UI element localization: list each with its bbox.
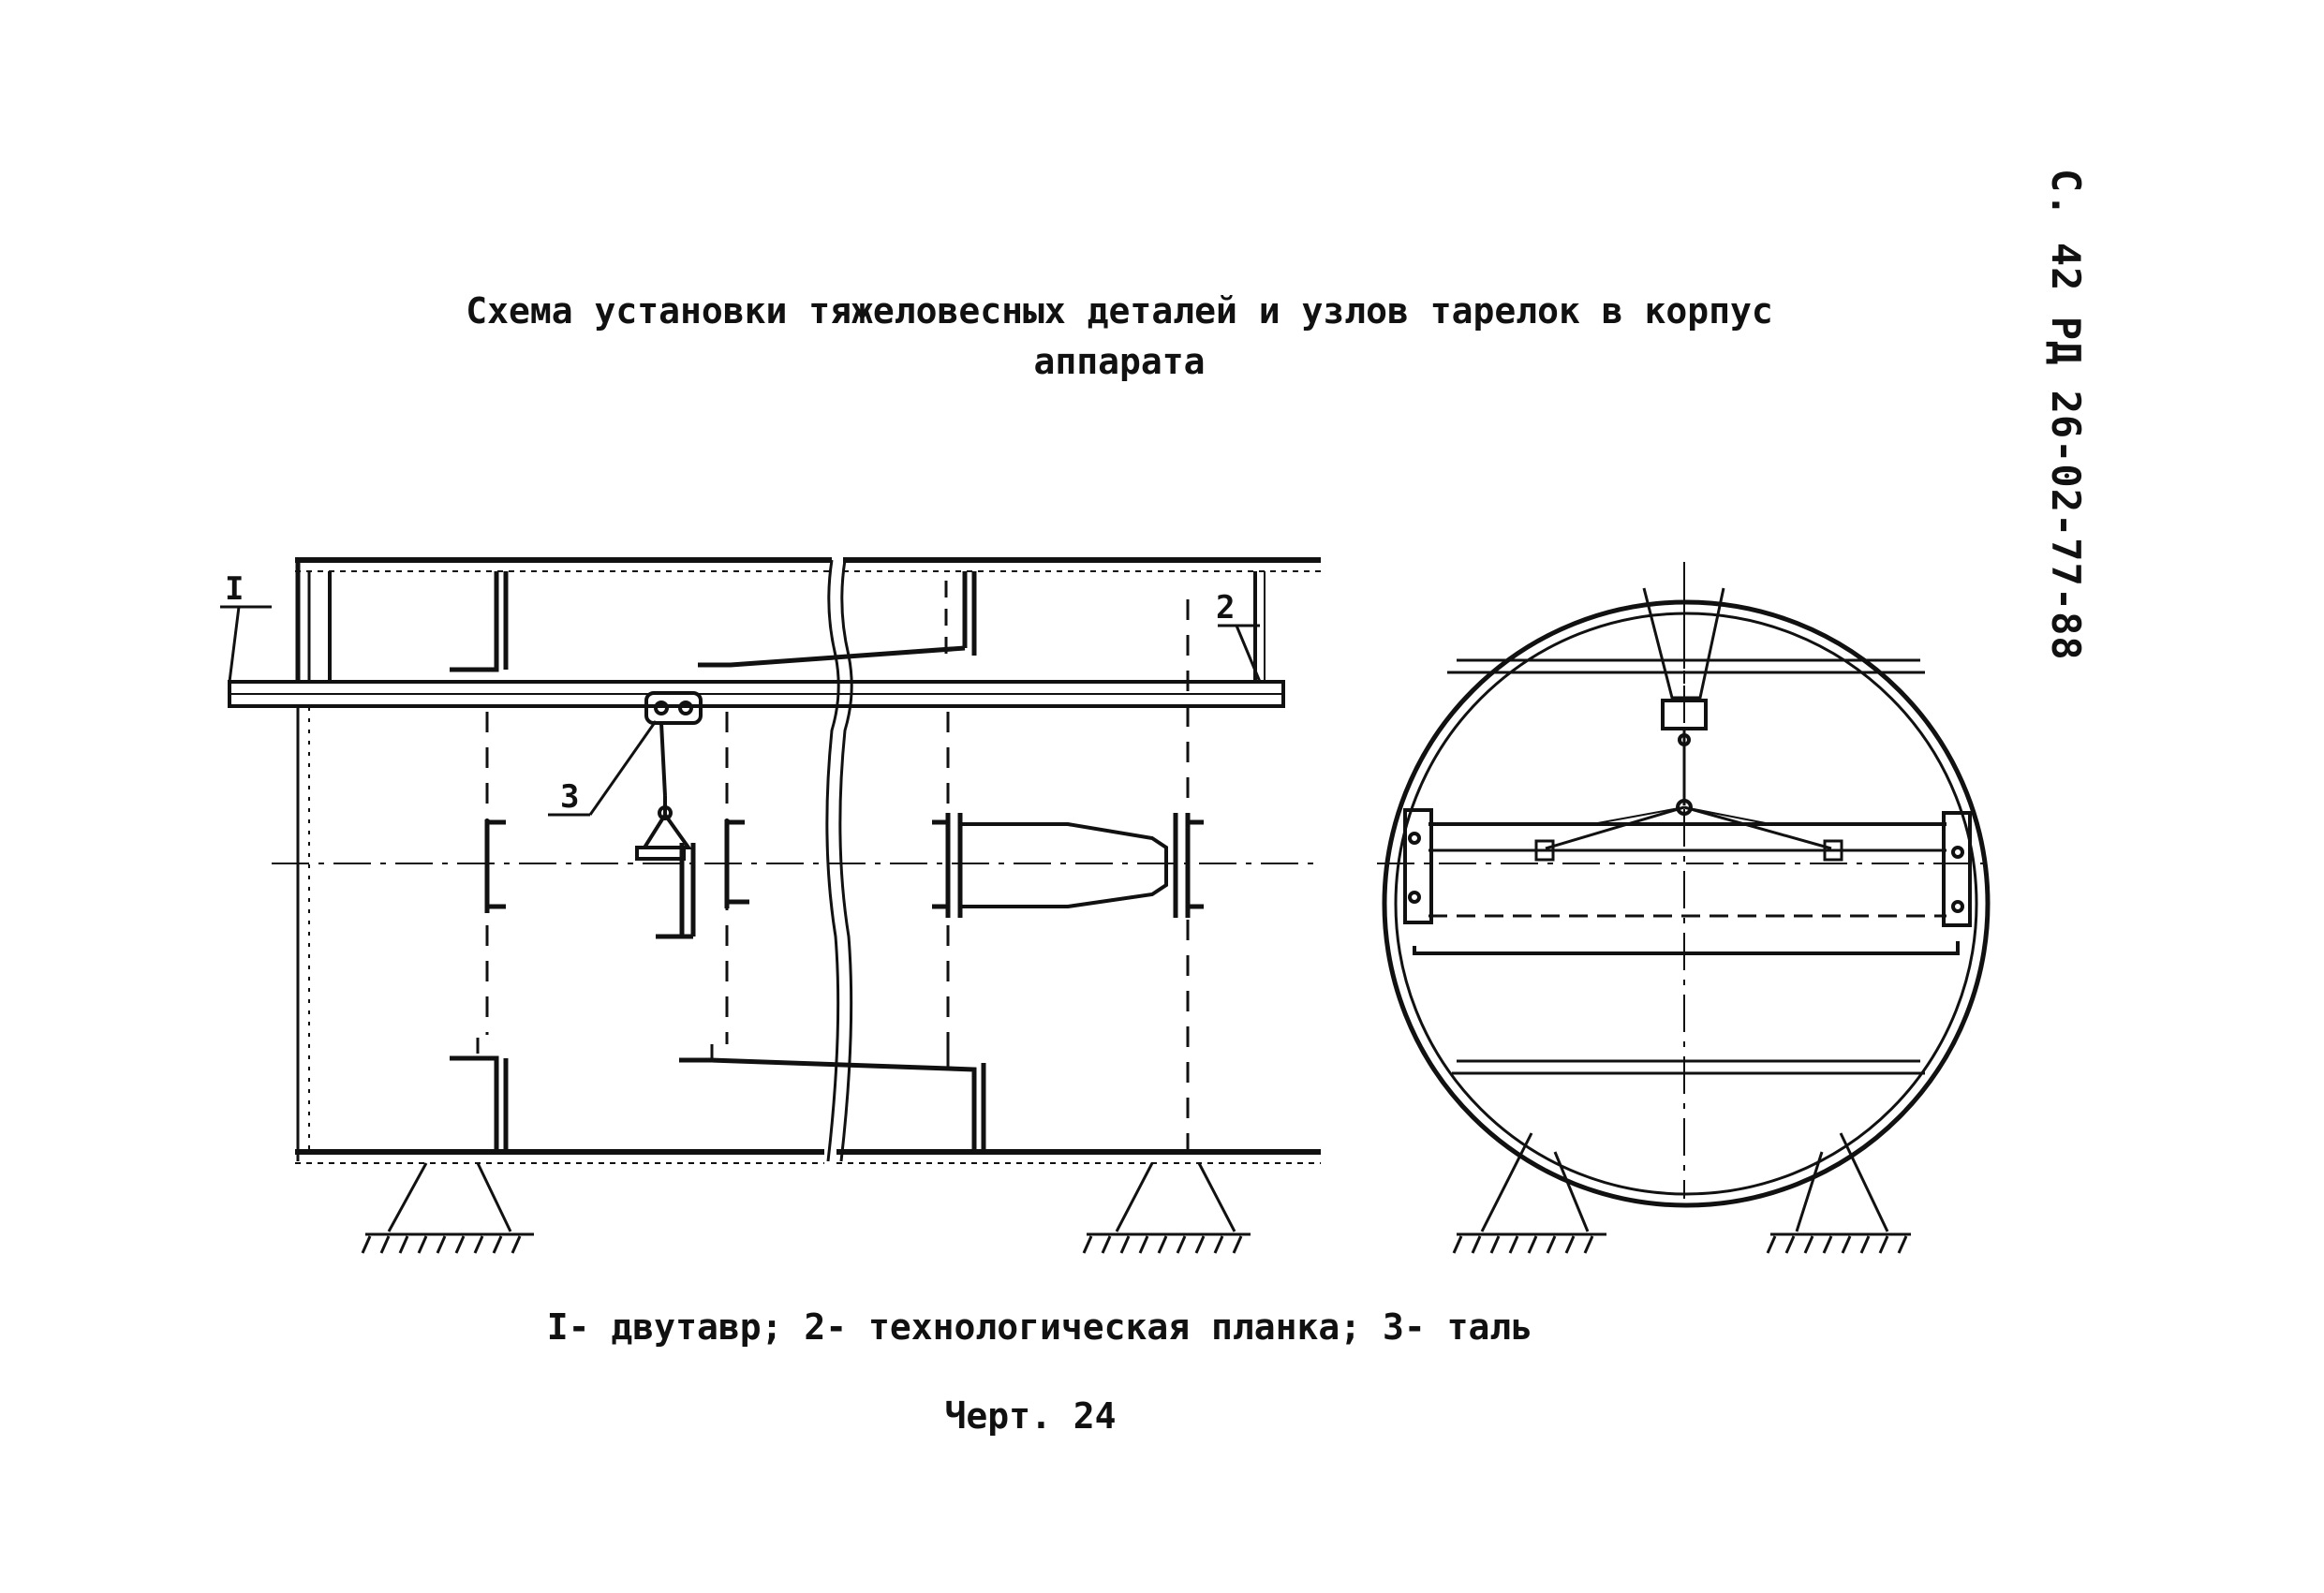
side-supports: [361, 1162, 1251, 1254]
lifted-assembly: [932, 813, 1204, 918]
figure-label: Черт. 24: [944, 1395, 1117, 1437]
callout-2: 2: [1216, 589, 1235, 627]
callout-3: 3: [560, 778, 579, 816]
drawing-title: Схема установки тяжеловесных деталей и у…: [393, 286, 1845, 387]
title-line-2: аппарата: [1033, 341, 1206, 382]
callout-leaders: [220, 605, 1262, 817]
tray-supports: [450, 571, 1266, 1152]
tray-middle-pieces: [484, 819, 749, 939]
legend: I- двутавр; 2- технологическая планка; 3…: [546, 1306, 1533, 1348]
hoist: [635, 691, 703, 861]
end-view-supports: [1452, 1132, 1911, 1254]
vessel-side-view: [295, 557, 1321, 1164]
vessel-end-view: [1377, 562, 1995, 1208]
i-beam: [228, 680, 1285, 708]
callout-1: I: [225, 570, 244, 608]
title-line-1: Схема установки тяжеловесных деталей и у…: [466, 290, 1773, 332]
